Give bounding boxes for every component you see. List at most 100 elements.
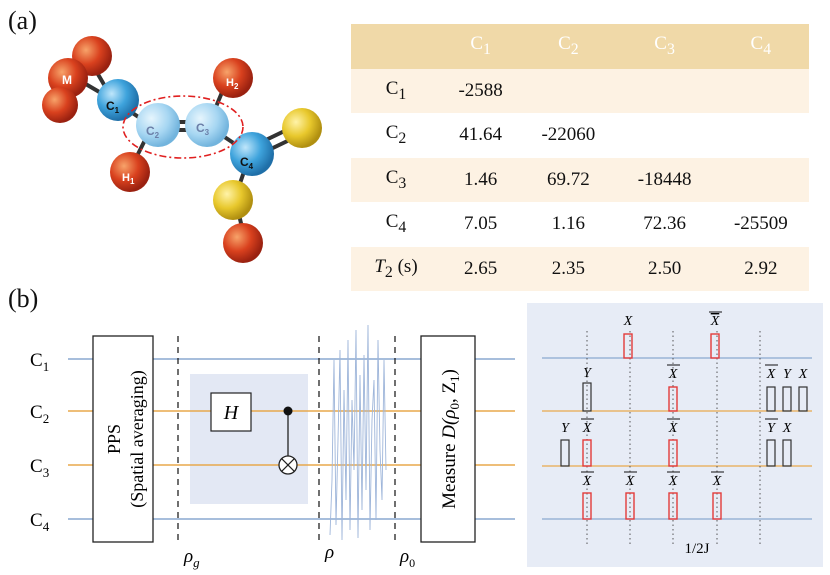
pulse-label: X [798,367,808,382]
table-header-row: C1 C2 C3 C4 [351,24,809,69]
table-row: C4 7.05 1.16 72.36 -25509 [351,202,809,247]
pulse-label: Y [767,421,777,436]
pulse-label: X [668,421,678,436]
pulse-sequence: X X Y X X Y X Y X X Y X X X X X 1/2J [527,303,823,567]
oxygen-atom [42,87,78,123]
h2-atom [213,58,253,98]
c3-atom [185,103,229,147]
pulse-y [560,439,570,467]
svg-text:C3: C3 [196,121,210,137]
svg-text:C2: C2 [146,124,160,140]
pulse-label: Y [783,367,793,382]
table-cell: 69.72 [546,168,590,190]
pulse-label: X [710,314,720,329]
pulse-x [668,492,678,520]
rho-label: ρ [324,542,334,563]
col-header: C1 [470,33,491,59]
col-header: C2 [558,33,579,59]
selection-ellipse [122,95,244,159]
table-cell: 2.50 [647,257,682,279]
measure-box [420,335,476,543]
row-header: C1 [385,77,407,103]
qubit-label-c4: C4 [30,510,50,534]
pulse-x [782,439,792,467]
table-cell: 72.36 [643,213,686,235]
pulse-ybar [766,439,776,467]
panel-b-label: (b) [8,284,39,313]
svg-text:H2: H2 [226,77,239,91]
pulse-label: X [668,474,678,489]
table-cell: 2.35 [551,257,585,279]
table-row: T2 (s) 2.65 2.35 2.50 2.92 [351,246,809,291]
table-cell: -22060 [541,124,596,146]
oxygen-atom [223,223,263,263]
pulse-xbar [766,386,776,412]
pulse-xbar [625,492,635,520]
table-cell [616,69,712,114]
pulse-sequence-background [527,303,823,567]
table-cell [713,113,809,158]
row-header: C2 [385,122,407,148]
table-cell: -25509 [733,213,788,235]
table-row: C1 -2588 [351,68,809,114]
h1-atom [110,152,150,192]
rho-g-label: ρg [183,546,200,570]
table-cell [616,113,712,158]
pulse-x [798,386,808,412]
c1-atom [97,79,139,121]
pulse-label: X [582,421,592,436]
molecule-diagram: M C1 H1 C2 C3 H2 C4 [42,36,322,263]
pps-label: PPS [104,424,124,454]
pulse-xbar [712,492,722,520]
svg-text:C4: C4 [240,155,254,171]
table-corner [351,24,441,69]
table-row: C3 1.46 69.72 -18448 [351,157,809,203]
table-cell: 1.46 [464,168,498,190]
pulse-label: X [766,367,776,382]
pulse-label: X [625,474,635,489]
table-cell: -2588 [458,79,503,101]
pulse-label: X [712,474,722,489]
control-dot [283,406,293,416]
table-cell [713,158,809,203]
pulse-xbar [710,333,720,359]
pulse-xbar [668,439,678,467]
sulfur-atom [282,108,322,148]
table-cell: 41.64 [459,124,502,146]
row-header: C3 [385,166,407,192]
svg-text:C1: C1 [106,99,120,115]
pulse-x [582,439,592,467]
quantum-circuit: C1 C2 C3 C4 PPS (Spatial averaging) H Me… [30,324,515,570]
pulse-label: X [668,367,678,382]
delay-label: 1/2J [684,541,709,557]
pulse-label: X [623,314,633,329]
row-header: C4 [385,211,407,237]
coupling-table: C1 C2 C3 C4 C1 -2588 C2 41.64 -22060 C3 … [351,24,809,291]
table-cell [713,69,809,114]
table-cell: 2.65 [464,257,498,279]
table-cell: 1.16 [551,213,585,235]
pulse-label: X [582,474,592,489]
row-header: T2 (s) [374,255,418,281]
sulfur-atom [213,180,253,220]
pulse-x [623,333,633,359]
c4-atom [230,132,274,176]
table-cell [520,69,616,114]
m-atom-label: M [62,73,72,87]
c2-atom [136,103,180,147]
hadamard-label: H [223,402,240,424]
qubit-label-c1: C1 [30,350,49,374]
qubit-label-c2: C2 [30,402,49,426]
pulse-label: X [782,421,792,436]
evolution-signal [329,324,387,541]
col-header: C3 [654,33,675,59]
pps-sublabel: (Spatial averaging) [127,370,148,507]
pulse-y [582,382,592,412]
pulse-label: Y [561,421,571,436]
svg-text:H1: H1 [122,172,135,186]
pulse-label: Y [583,366,593,381]
col-header: C4 [750,33,772,59]
measure-label: Measure D(ρ0, Z1) [439,369,462,509]
pulse-x [582,492,592,520]
table-cell: 2.92 [744,257,778,279]
